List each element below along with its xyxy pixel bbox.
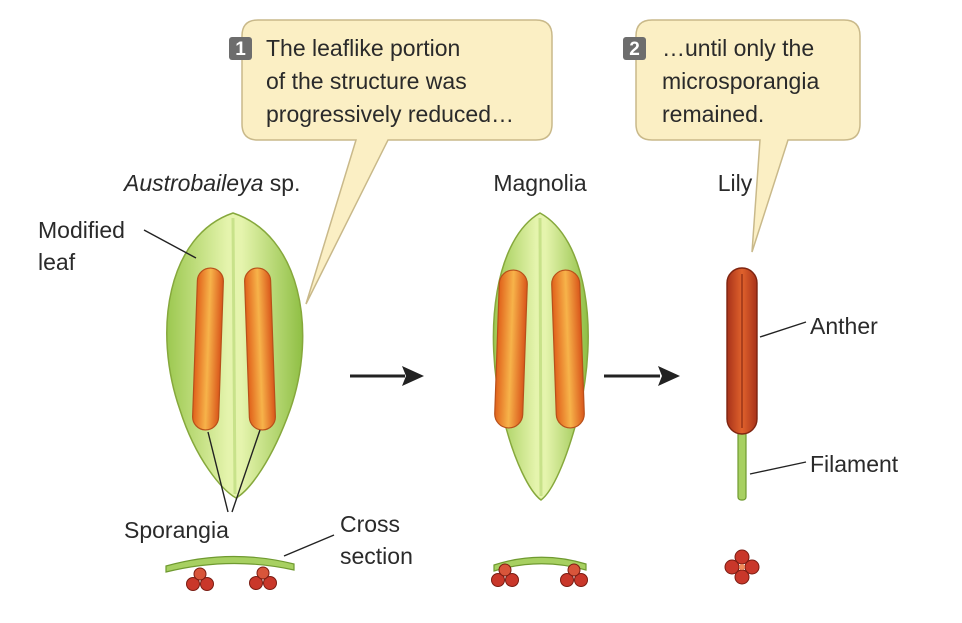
magnolia-sporangium-right: [551, 269, 585, 429]
title-magnolia: Magnolia: [493, 170, 587, 196]
filament-leader-line: [749, 461, 807, 475]
label-filament: Filament: [810, 451, 899, 477]
section-sporangium-dot: [734, 569, 750, 585]
label-modified-leaf-line1: Modified: [38, 217, 125, 243]
callout-2: 2 …until only the microsporangia remaine…: [623, 19, 861, 253]
callout-2-bubble: [635, 19, 861, 253]
label-cross-section-line1: Cross: [340, 511, 400, 537]
section-sporangium-dot: [186, 577, 200, 591]
callout-2-number: 2: [629, 39, 640, 60]
title-austrobaileya-rest: sp.: [263, 170, 300, 196]
title-austrobaileya-italic: Austrobaileya: [122, 170, 263, 196]
label-cross-section-line2: section: [340, 543, 413, 569]
label-anther: Anther: [810, 313, 878, 339]
magnolia-cross-section: [491, 556, 588, 587]
section-sporangium-dot: [491, 573, 505, 587]
section-sporangium-dot: [256, 566, 270, 580]
magnolia-section-blade: [493, 556, 587, 572]
magnolia-midrib: [538, 217, 543, 497]
modified-leaf-leader-line: [143, 229, 197, 259]
section-sporangium-dot: [193, 567, 207, 581]
austrobaileya-cross-section: [165, 555, 295, 591]
section-sporangium-dot: [249, 576, 263, 590]
lily-stamen: [726, 267, 758, 501]
label-modified-leaf-line2: leaf: [38, 249, 76, 275]
austrobaileya-midrib: [231, 217, 237, 495]
callout-1: 1 The leaflike portion of the structure …: [229, 19, 553, 305]
austrobaileya-sporangium-right: [244, 267, 276, 431]
anther-leader-line: [759, 321, 807, 338]
callout-2-badge: [623, 37, 646, 60]
callout-1-number: 1: [235, 39, 246, 60]
arrow-magnolia-to-lily: [604, 366, 680, 386]
section-sporangium-dot: [567, 563, 581, 577]
cross-section-leader-line: [283, 534, 335, 557]
callout-1-line-3: progressively reduced…: [266, 101, 514, 127]
lily-section-center: [739, 564, 745, 570]
callout-2-line-2: microsporangia: [662, 68, 819, 94]
austrobaileya-sporangium-left: [192, 267, 224, 431]
austrobaileya-stamen: [166, 212, 304, 499]
section-sporangium-dot: [200, 577, 214, 591]
title-lily: Lily: [718, 170, 753, 196]
lily-filament: [737, 427, 747, 501]
callout-2-line-3: remained.: [662, 101, 764, 127]
section-sporangium-dot: [498, 563, 512, 577]
magnolia-stamen: [492, 212, 589, 501]
section-sporangium-dot: [505, 573, 519, 587]
austrobaileya-section-blade: [165, 555, 295, 573]
arrow-austrobaileya-to-magnolia: [350, 366, 424, 386]
section-sporangium-dot: [574, 573, 588, 587]
lily-cross-section: [724, 549, 760, 585]
callout-1-badge: [229, 37, 252, 60]
label-sporangia: Sporangia: [124, 517, 229, 543]
magnolia-sporangium-left: [494, 269, 528, 429]
callout-1-line-1: The leaflike portion: [266, 35, 460, 61]
callout-1-line-2: of the structure was: [266, 68, 467, 94]
callout-1-bubble: [241, 19, 553, 305]
sporangia-leader-lines: [207, 429, 261, 513]
callout-2-line-1: …until only the: [662, 35, 814, 61]
section-sporangium-dot: [263, 576, 277, 590]
section-sporangium-dot: [560, 573, 574, 587]
title-austrobaileya: Austrobaileya sp.: [122, 170, 300, 196]
